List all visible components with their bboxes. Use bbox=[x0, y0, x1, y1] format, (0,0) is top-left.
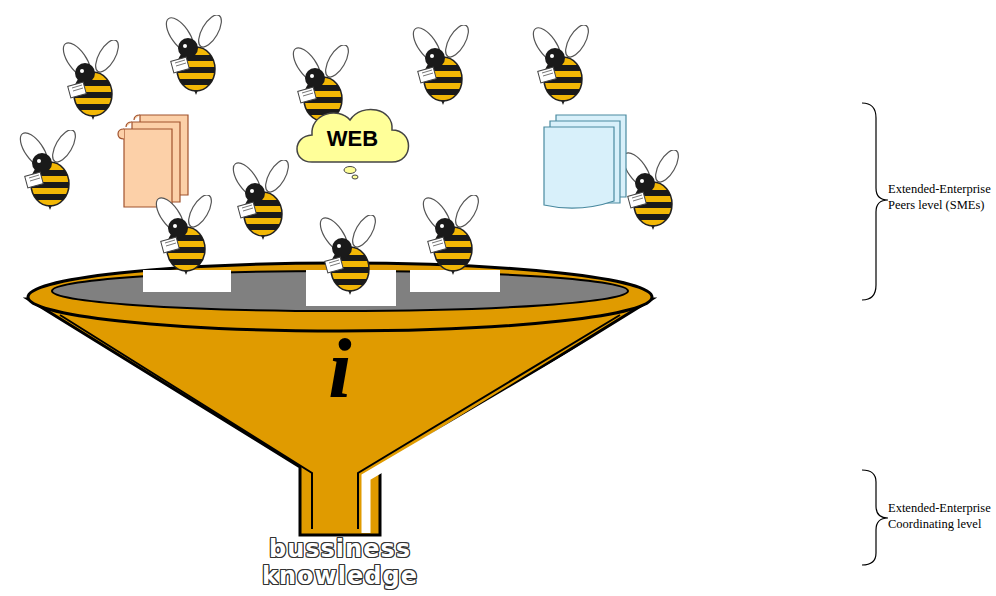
bee bbox=[228, 156, 295, 240]
document-pages bbox=[544, 115, 626, 208]
level-label: Extended-Enterprise Coordinating level bbox=[888, 501, 994, 532]
bee bbox=[618, 146, 685, 230]
output-label: bussiness knowledge bbox=[240, 536, 440, 590]
funnel: i bbox=[20, 255, 660, 540]
bee bbox=[151, 191, 218, 275]
web-cloud: WEB bbox=[290, 100, 415, 182]
cloud-bubble bbox=[344, 167, 356, 174]
rim-patch bbox=[143, 270, 231, 292]
bee bbox=[418, 191, 485, 275]
level-label: Extended-Enterprise Peers level (SMEs) bbox=[888, 182, 994, 213]
bracket bbox=[862, 103, 888, 565]
bee bbox=[408, 21, 475, 105]
cloud-bubble bbox=[352, 175, 358, 179]
bee bbox=[315, 211, 382, 295]
bee bbox=[15, 126, 82, 210]
funnel-highlight bbox=[366, 317, 638, 533]
rim-patch bbox=[410, 270, 500, 292]
cloud-shape bbox=[297, 109, 409, 162]
funnel-inner-line bbox=[60, 315, 620, 529]
bee bbox=[288, 41, 355, 125]
bee bbox=[161, 11, 228, 95]
document-scroll bbox=[118, 115, 188, 207]
node-text: WEB bbox=[327, 128, 378, 150]
rim-patch bbox=[306, 270, 396, 306]
funnel-opening bbox=[52, 271, 628, 311]
funnel-rim bbox=[28, 263, 652, 331]
funnel-cone bbox=[28, 299, 652, 535]
node-text: i bbox=[328, 327, 351, 411]
bee bbox=[58, 36, 125, 120]
bee bbox=[528, 21, 595, 105]
